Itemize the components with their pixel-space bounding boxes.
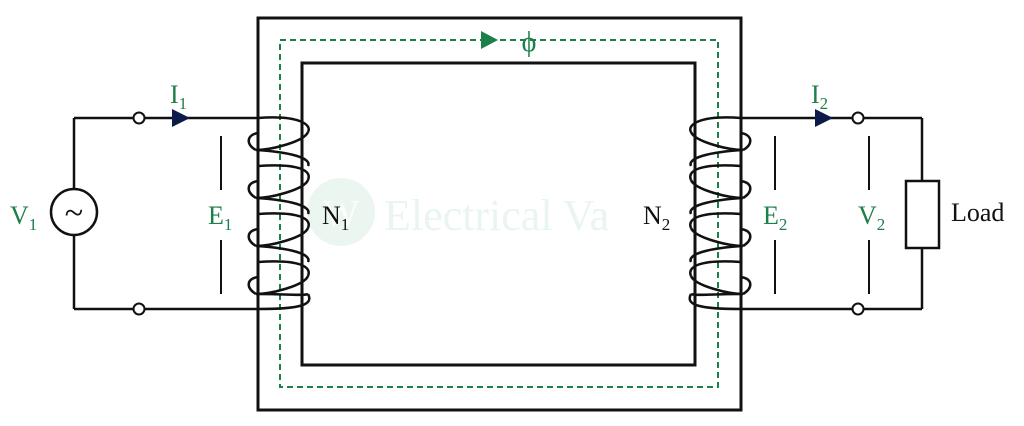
- primary-top-terminal: [132, 111, 146, 125]
- secondary-winding: [688, 116, 752, 311]
- secondary-emf-label: E2: [763, 201, 787, 234]
- source-voltage-label: V1: [10, 201, 37, 234]
- primary-coil-front: [255, 131, 310, 297]
- primary-bottom-terminal: [132, 302, 146, 316]
- primary-turns-label: N1: [322, 201, 349, 234]
- primary-emf-label: E1: [208, 201, 232, 234]
- voltage-marker-bars: [220, 136, 870, 294]
- core-inner-window: [300, 61, 697, 367]
- load-resistor: [904, 179, 941, 250]
- primary-current-label: I1: [170, 80, 187, 113]
- watermark: W Electrical Va: [307, 178, 609, 246]
- primary-current-arrow-icon: [172, 109, 190, 127]
- secondary-current-label: I2: [811, 80, 828, 113]
- secondary-bottom-terminal: [851, 302, 865, 316]
- watermark-logo-letter: W: [323, 193, 359, 235]
- primary-circuit: [72, 116, 258, 311]
- secondary-current-arrow-icon: [815, 109, 833, 127]
- flux-arrow-icon: [481, 31, 498, 49]
- watermark-text: Electrical Va: [384, 191, 609, 240]
- secondary-circuit: [741, 116, 924, 311]
- load-voltage-label: V2: [858, 201, 885, 234]
- secondary-coil-front: [689, 131, 744, 297]
- ac-source-symbol: ~: [65, 195, 83, 232]
- load-label: Load: [951, 198, 1004, 227]
- primary-winding: [247, 116, 311, 311]
- ac-source: [49, 187, 99, 237]
- secondary-top-terminal: [851, 111, 865, 125]
- watermark-logo-icon: [307, 178, 375, 246]
- secondary-turns-label: N2: [643, 201, 670, 234]
- secondary-coil-back: [688, 116, 752, 311]
- primary-coil-back: [247, 116, 311, 311]
- flux-label: ϕ: [522, 27, 537, 58]
